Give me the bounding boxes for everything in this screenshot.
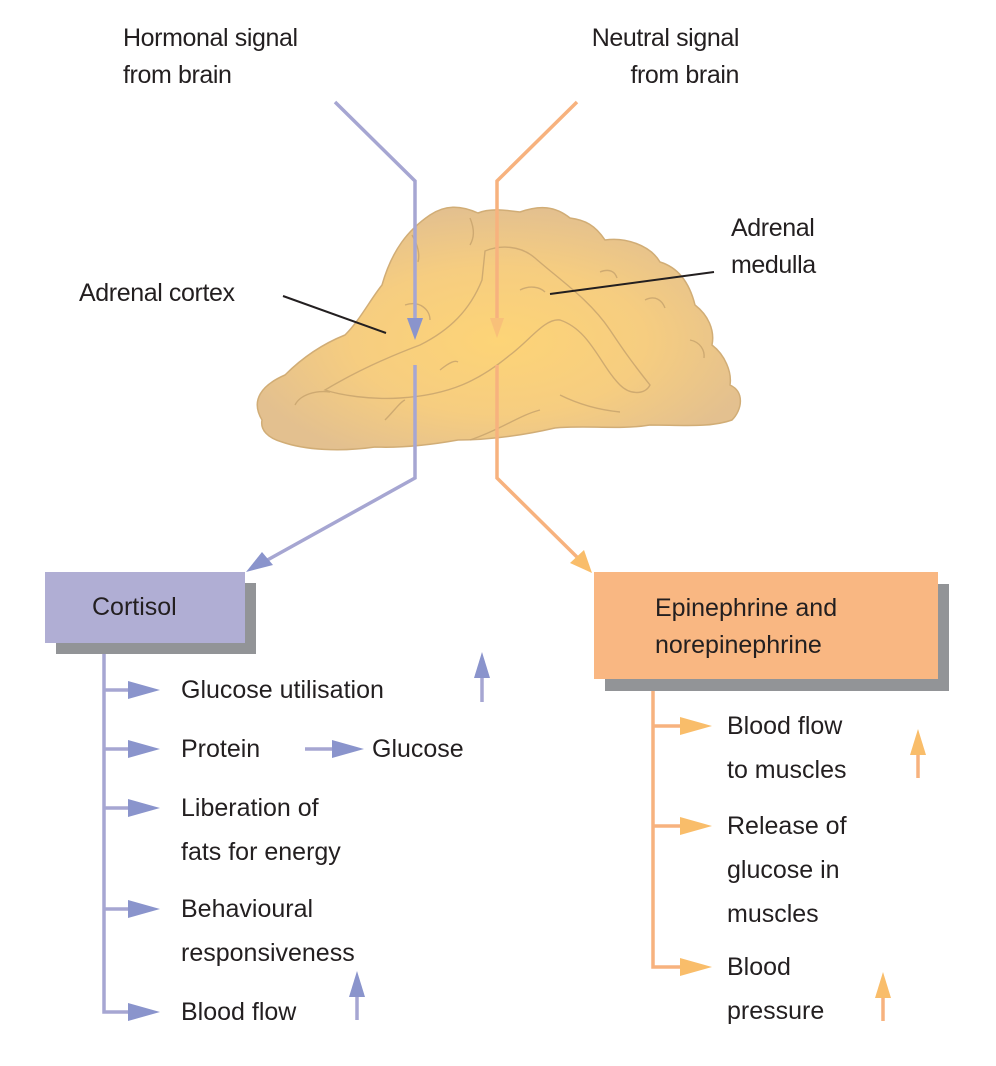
epinephrine-effect-blood-flow-to-muscles: Blood flow to muscles xyxy=(727,712,847,784)
cortisol-branch-arrowheads xyxy=(128,681,160,1021)
cortisol-title: Cortisol xyxy=(92,593,177,621)
epinephrine-effect-release-of-glucose: Release of glucose in muscles xyxy=(727,812,847,928)
epinephrine-effect-blood-pressure: Blood pressure xyxy=(727,953,825,1025)
label-line: from brain xyxy=(123,61,232,89)
label-line: medulla xyxy=(731,251,816,279)
cortisol-effect-glucose: Glucose xyxy=(372,735,464,763)
cortisol-effect-blood-flow: Blood flow xyxy=(181,998,297,1026)
arrow-right-icon xyxy=(128,681,160,699)
arrow-right-icon xyxy=(128,1003,160,1021)
arrow-right-icon xyxy=(680,817,712,835)
arrow-right-icon xyxy=(680,717,712,735)
cortisol-effect-glucose-utilisation: Glucose utilisation xyxy=(181,676,384,704)
increase-arrow-icon xyxy=(474,652,490,702)
epinephrine-arrowhead xyxy=(570,550,592,573)
cortisol-branch xyxy=(102,642,130,1014)
arrow-right-icon xyxy=(128,900,160,918)
adrenal-medulla-label: Adrenal medulla xyxy=(731,212,816,281)
epinephrine-branch xyxy=(651,680,683,969)
adrenal-cortex-label: Adrenal cortex xyxy=(79,279,235,307)
label-line: from brain xyxy=(630,61,739,89)
hormonal-signal-arrow xyxy=(246,100,423,572)
epinephrine-branch-arrowheads xyxy=(680,717,712,976)
cortisol-effect-protein: Protein xyxy=(181,735,261,763)
cortisol-effect-behavioural-responsiveness: Behavioural responsiveness xyxy=(181,895,355,967)
hormonal-signal-label: Hormonal signal from brain xyxy=(123,22,298,91)
neural-signal-arrow xyxy=(490,100,592,573)
cortex-leader-line xyxy=(282,295,387,334)
increase-arrow-icon xyxy=(349,971,365,1020)
cortisol-effect-liberation-of-fats: Liberation of fats for energy xyxy=(181,794,341,866)
epinephrine-box-face: Epinephrine and norepinephrine xyxy=(594,572,938,679)
cortisol-box-face: Cortisol xyxy=(45,572,245,643)
gland-folds xyxy=(294,217,705,441)
arrow-right-icon xyxy=(128,740,160,758)
increase-arrow-icon xyxy=(910,729,926,778)
medulla-leader-line xyxy=(549,271,715,295)
protein-to-glucose-arrow xyxy=(305,740,364,758)
increase-arrow-icon xyxy=(875,972,891,1021)
arrow-right-icon xyxy=(680,958,712,976)
cortisol-arrowhead xyxy=(246,552,273,572)
label-line: Hormonal signal xyxy=(123,24,298,52)
title-line: norepinephrine xyxy=(655,631,822,659)
label-line: Adrenal xyxy=(731,214,815,242)
title-line: Epinephrine and xyxy=(655,594,838,622)
epinephrine-title: Epinephrine and norepinephrine xyxy=(655,590,837,664)
label-line: Neutral signal xyxy=(591,24,740,52)
arrow-right-icon xyxy=(128,799,160,817)
neutral-signal-label: Neutral signal from brain xyxy=(529,22,740,91)
